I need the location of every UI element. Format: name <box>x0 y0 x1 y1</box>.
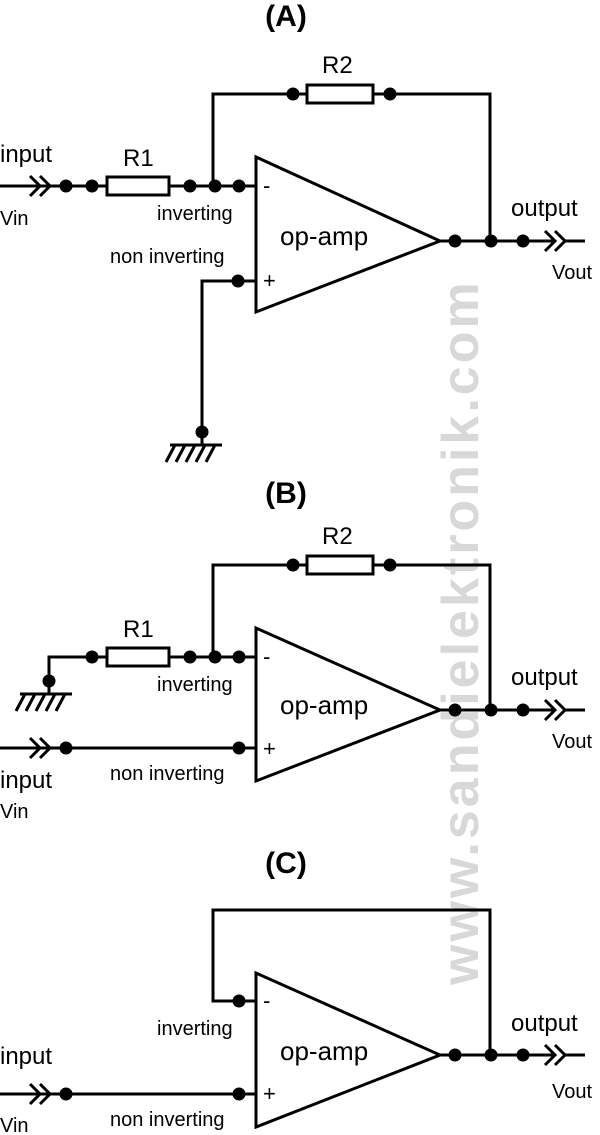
vout-label: Vout <box>552 731 592 753</box>
r1-label: R1 <box>123 616 154 643</box>
vin-label: Vin <box>0 208 29 230</box>
output-label: output <box>511 195 578 222</box>
circuit-b: (B) <box>0 477 592 823</box>
non-inverting-label: non inverting <box>110 763 225 785</box>
circuit-c-title: (C) <box>265 847 307 880</box>
vin-label: Vin <box>0 1115 29 1135</box>
input-label: input <box>0 767 52 794</box>
circuit-c: (C) input Vin inverting non inverting - … <box>0 847 592 1135</box>
r1-label: R1 <box>123 145 154 172</box>
minus-sign: - <box>263 173 270 198</box>
opamp-label: op-amp <box>280 221 368 251</box>
input-arrow-icon <box>28 1082 53 1106</box>
circuit-a-title: (A) <box>265 0 307 33</box>
minus-sign: - <box>263 644 270 669</box>
vout-label: Vout <box>552 1081 592 1103</box>
opamp-triangle <box>254 625 444 784</box>
output-arrow-icon <box>543 229 585 253</box>
resistor-r1 <box>105 175 171 197</box>
r2-label: R2 <box>322 523 353 550</box>
watermark: www.sandielektronik.com <box>432 279 490 986</box>
r2-label: R2 <box>322 52 353 79</box>
input-label: input <box>0 1043 52 1070</box>
inverting-label: inverting <box>157 203 233 225</box>
ground-icon <box>14 681 72 712</box>
opamp-triangle <box>254 970 444 1130</box>
resistor-r2 <box>305 554 375 576</box>
input-label: input <box>0 141 52 168</box>
opamp-label: op-amp <box>280 1036 368 1066</box>
output-label: output <box>511 1010 578 1037</box>
resistor-r2 <box>305 83 375 105</box>
circuit-b-title: (B) <box>265 477 307 510</box>
non-inverting-label: non inverting <box>110 246 225 268</box>
non-inverting-label: non inverting <box>110 1109 225 1131</box>
resistor-r1 <box>105 646 171 668</box>
vin-label: Vin <box>0 801 29 823</box>
circuit-a-nodes <box>59 87 530 439</box>
input-arrow-icon <box>28 736 53 760</box>
ground-icon <box>164 432 222 463</box>
circuit-c-nodes <box>59 994 530 1101</box>
input-arrow-icon <box>28 174 53 198</box>
plus-sign: + <box>263 1081 276 1106</box>
circuit-a: (A) <box>0 0 592 463</box>
output-label: output <box>511 664 578 691</box>
output-arrow-icon <box>543 698 585 722</box>
plus-sign: + <box>263 268 276 293</box>
plus-sign: + <box>263 736 276 761</box>
inverting-label: inverting <box>157 674 233 696</box>
opamp-triangle <box>254 154 444 315</box>
minus-sign: - <box>263 988 270 1013</box>
inverting-label: inverting <box>157 1018 233 1040</box>
circuit-b-nodes <box>42 558 530 755</box>
opamp-label: op-amp <box>280 690 368 720</box>
vout-label: Vout <box>552 262 592 284</box>
output-arrow-icon <box>543 1043 585 1067</box>
